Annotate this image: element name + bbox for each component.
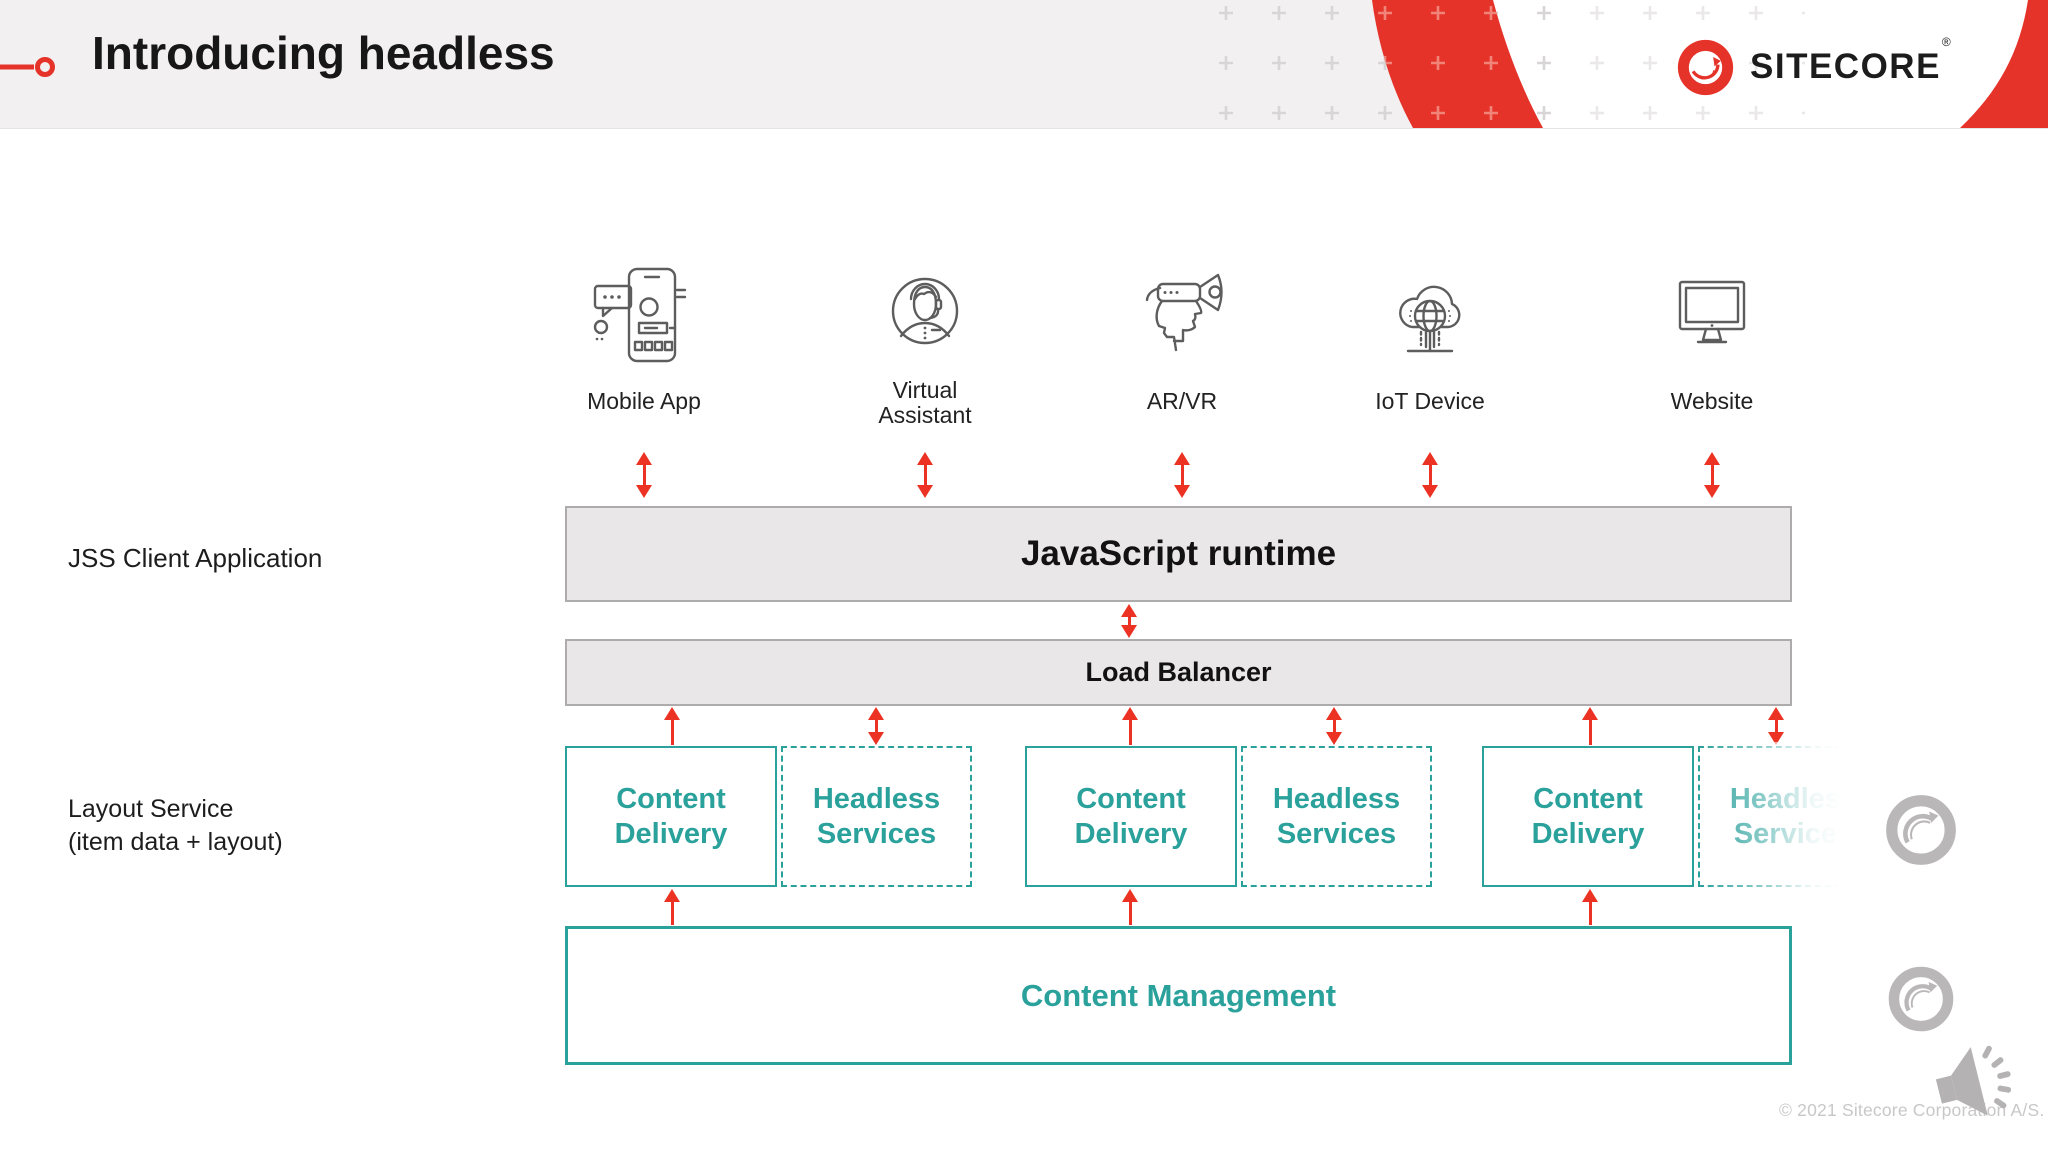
load-balancer-box: Load Balancer	[565, 639, 1792, 706]
layout-service-label: Layout Service (item data + layout)	[68, 795, 283, 856]
sitecore-watermark-icon	[1886, 795, 1956, 865]
title-accent-dash	[0, 57, 55, 77]
up-arrow	[1582, 889, 1598, 925]
channel-label: AR/VR	[1146, 388, 1218, 415]
iot-device-icon	[1399, 285, 1461, 353]
mobile-app-icon	[593, 267, 687, 363]
channel-label: Website	[1670, 388, 1754, 415]
up-arrow	[664, 889, 680, 925]
website-icon	[1678, 280, 1746, 344]
double-arrow	[1326, 707, 1342, 745]
sitecore-logo: SITECORE®	[1675, 35, 1953, 98]
jss-client-application-label: JSS Client Application	[68, 543, 323, 573]
up-arrow	[1122, 889, 1138, 925]
javascript-runtime-label: JavaScript runtime	[1020, 534, 1337, 573]
channel-label: Virtual Assistant	[878, 377, 972, 429]
headless-services-box: Headless Services	[781, 746, 972, 887]
content-delivery-box: Content Delivery	[565, 746, 777, 887]
virtual-assistant-icon	[891, 277, 959, 345]
content-delivery-box: Content Delivery	[1482, 746, 1694, 887]
double-arrow	[1121, 604, 1137, 638]
registered-trademark: ®	[1941, 35, 1953, 49]
headless-services-box: Headless Services	[1241, 746, 1432, 887]
content-delivery-box: Content Delivery	[1025, 746, 1237, 887]
double-arrow	[636, 452, 652, 498]
ar-vr-icon	[1145, 273, 1223, 352]
audio-speaker-icon[interactable]	[1926, 1033, 2030, 1137]
channel-website: Website	[1602, 266, 1822, 426]
channel-virtual-assistant: Virtual Assistant	[815, 266, 1035, 429]
sitecore-logo-icon	[1677, 39, 1734, 95]
up-arrow	[664, 707, 680, 745]
channel-mobile-app: Mobile App	[534, 266, 754, 426]
channel-label: IoT Device	[1375, 388, 1485, 415]
channel-iot-device: IoT Device	[1320, 266, 1540, 426]
channel-ar-vr: AR/VR	[1072, 266, 1292, 426]
channel-label: Mobile App	[587, 388, 701, 415]
double-arrow	[917, 452, 933, 498]
double-arrow	[1768, 707, 1784, 745]
headless-services-label: Headless Services	[1272, 782, 1401, 850]
double-arrow	[1422, 452, 1438, 498]
javascript-runtime-box: JavaScript runtime	[565, 506, 1792, 602]
headless-services-label: Headless Services	[812, 782, 941, 850]
double-arrow	[1704, 452, 1720, 498]
page-title: Introducing headless	[92, 27, 555, 79]
load-balancer-label: Load Balancer	[1085, 657, 1272, 687]
sitecore-wordmark: SITECORE®	[1750, 35, 1953, 86]
content-management-box: Content Management	[565, 926, 1792, 1065]
sitecore-watermark-icon	[1888, 966, 1954, 1032]
content-delivery-label: Content Delivery	[614, 782, 728, 850]
up-arrow	[1122, 707, 1138, 745]
content-management-label: Content Management	[1020, 977, 1337, 1013]
up-arrow	[1582, 707, 1598, 745]
header: Introducing headless SITECORE®	[0, 0, 2048, 129]
content-delivery-label: Content Delivery	[1531, 782, 1645, 850]
content-delivery-label: Content Delivery	[1074, 782, 1188, 850]
double-arrow	[868, 707, 884, 745]
double-arrow	[1174, 452, 1190, 498]
